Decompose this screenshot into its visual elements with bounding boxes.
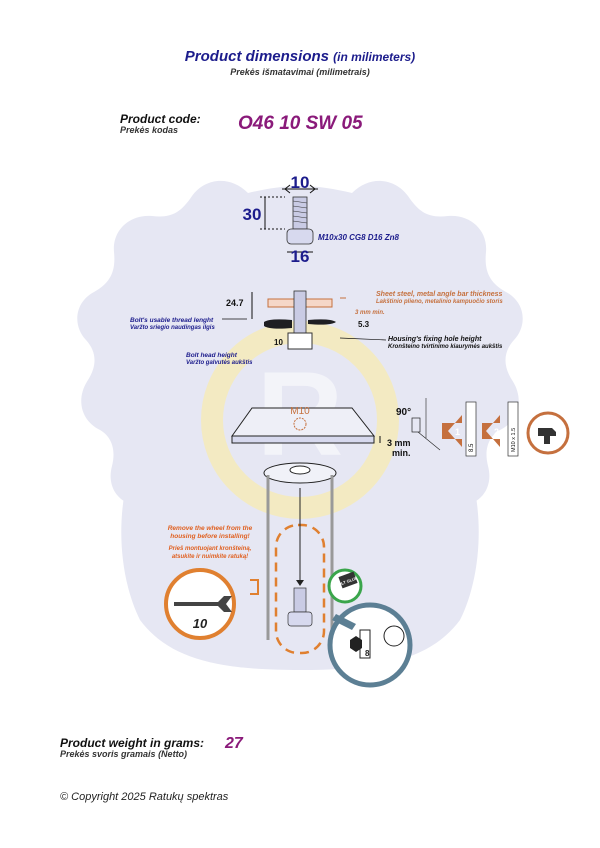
angle-value: 90° bbox=[396, 407, 411, 418]
detail-head bbox=[287, 332, 313, 350]
housing-left bbox=[264, 319, 292, 329]
svg-text:2: 2 bbox=[494, 427, 499, 437]
step-2-arrow bbox=[482, 415, 500, 447]
weight-label: Product weight in grams: bbox=[60, 736, 205, 750]
weight-label-lt: Prekės svoris gramais (Netto) bbox=[60, 749, 188, 759]
remove-wheel-note-2: housing before installing! bbox=[170, 533, 250, 540]
step-1-arrow bbox=[442, 415, 462, 447]
housing-right bbox=[308, 319, 336, 325]
hex-key-size-value: 8 bbox=[365, 649, 370, 658]
tap-icon bbox=[507, 401, 519, 457]
product-code: O46 10 SW 05 bbox=[238, 113, 363, 134]
page-subtitle: Prekės išmatavimai (milimetrais) bbox=[230, 67, 370, 77]
bottom-bolt-head bbox=[287, 611, 313, 627]
title-unit: (in milimeters) bbox=[333, 50, 416, 64]
bolt-head bbox=[286, 228, 314, 245]
remove-wheel-note-lt-2: atsukite ir nuimkite ratuką! bbox=[172, 554, 248, 560]
sheet-min-value: 3 mm min. bbox=[355, 310, 385, 316]
plate-thickness-value: 3 mm bbox=[387, 438, 411, 448]
bolt-length-value: 30 bbox=[243, 205, 262, 224]
housing-label: Housing's fixing hole height bbox=[388, 336, 482, 343]
sheet-label: Sheet steel, metal angle bar thickness bbox=[376, 291, 503, 298]
wrench-size-value: 10 bbox=[193, 616, 208, 631]
copyright: © Copyright 2025 Ratukų spektras bbox=[60, 791, 229, 803]
svg-text:1: 1 bbox=[455, 427, 460, 437]
drill-bit-icon bbox=[465, 401, 477, 457]
page-title: Product dimensions (in milimeters) bbox=[0, 48, 600, 65]
bottom-bolt-thread bbox=[293, 587, 307, 613]
product-code-label: Product code: bbox=[120, 112, 201, 126]
head-diameter-value: 16 bbox=[291, 247, 310, 266]
remove-wheel-note-1: Remove the wheel from the bbox=[168, 525, 253, 532]
plate-thickness-min: min. bbox=[392, 448, 411, 458]
svg-text:8.5: 8.5 bbox=[469, 443, 475, 452]
bolt-width-value: 10 bbox=[291, 173, 310, 192]
weight-value: 27 bbox=[225, 735, 243, 752]
head-label: Bolt head height bbox=[186, 352, 238, 359]
thread-label-lt: Varžto sriegio naudingas ilgis bbox=[130, 325, 215, 331]
product-code-label-lt: Prekės kodas bbox=[120, 125, 179, 135]
sheet-label-lt: Lakštinio plieno, metalinio kampuočio st… bbox=[376, 299, 503, 305]
thread-height-value: 24.7 bbox=[226, 298, 244, 308]
thread-label: Bolt's usable thread lenght bbox=[130, 317, 214, 324]
head-height-value: 10 bbox=[274, 338, 283, 347]
bolt-spec: M10x30 CG8 D16 Zn8 bbox=[318, 233, 399, 242]
title-text: Product dimensions bbox=[184, 48, 329, 65]
head-label-lt: Varžto galvutės aukštis bbox=[186, 360, 253, 366]
thread-marking: M10 bbox=[290, 406, 310, 417]
svg-text:M10 x 1.5: M10 x 1.5 bbox=[511, 428, 517, 452]
remove-wheel-note-lt-1: Prieš montuojant kronšteiną, bbox=[169, 546, 252, 552]
housing-label-lt: Kronšteino tvirtinimo kiaurymės aukštis bbox=[388, 344, 503, 350]
housing-height-value: 5.3 bbox=[358, 320, 370, 329]
